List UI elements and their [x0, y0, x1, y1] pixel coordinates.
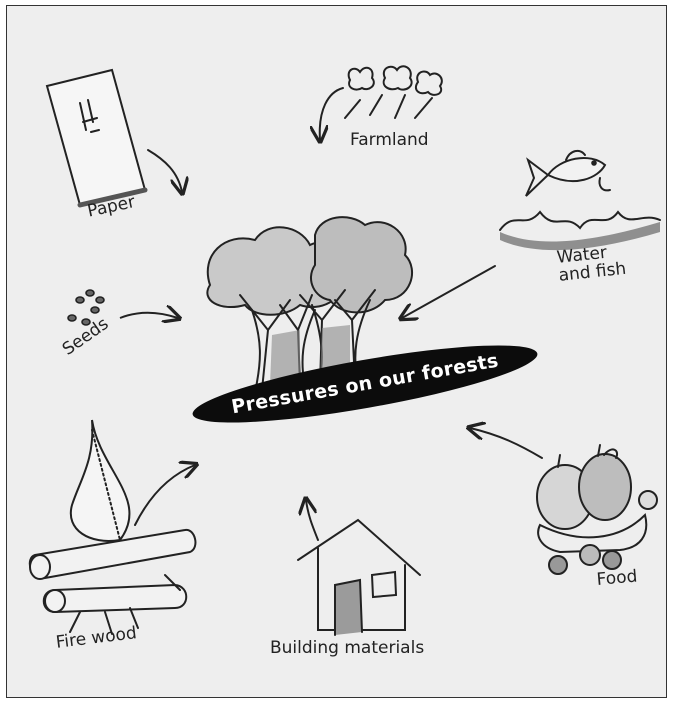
label-farmland: Farmland: [350, 132, 429, 150]
label-water-fish: Water and fish: [556, 243, 627, 286]
label-building-materials: Building materials: [270, 640, 424, 658]
paper-icon: [47, 70, 182, 205]
seeds-icon: [68, 290, 178, 325]
farmland-icon: [320, 66, 442, 140]
food-basket-icon: [470, 428, 657, 574]
campfire-icon: [30, 420, 196, 634]
label-food: Food: [596, 568, 638, 589]
house-icon: [298, 500, 420, 635]
fish-icon: [402, 151, 660, 318]
